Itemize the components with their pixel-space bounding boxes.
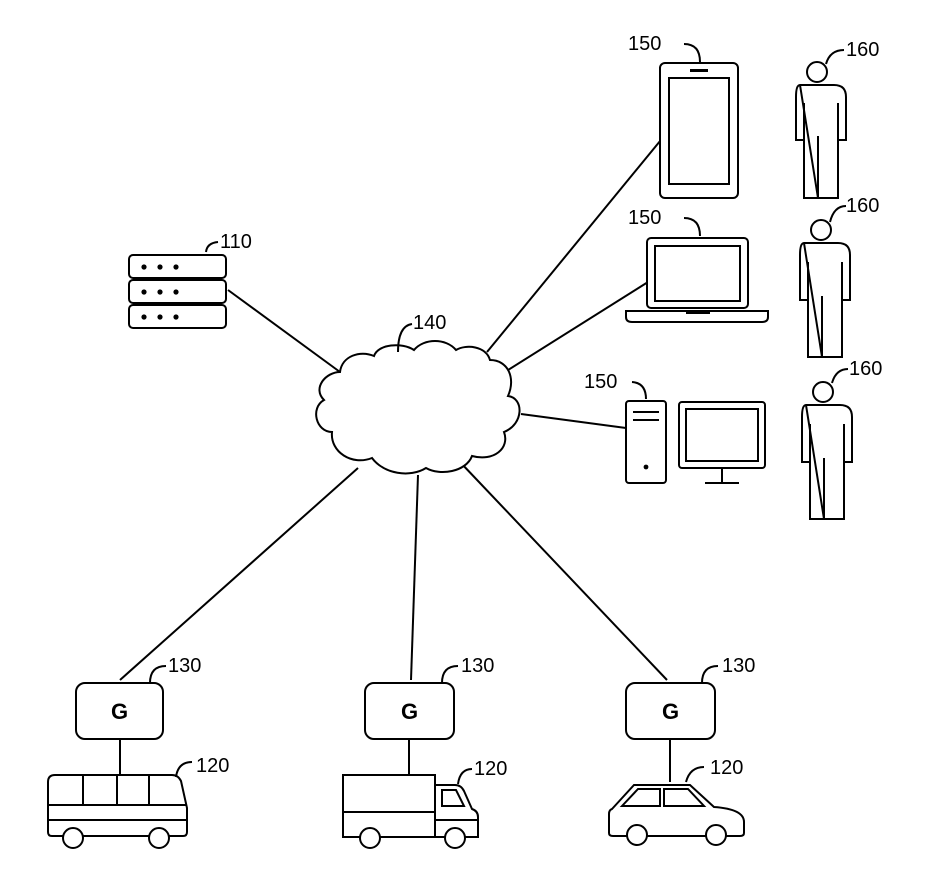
label-150-laptop: 150 bbox=[628, 207, 661, 229]
gateway-letter-2: G bbox=[401, 699, 418, 724]
link-cloud-desktop bbox=[521, 414, 626, 428]
desktop-computer-icon bbox=[626, 401, 765, 483]
leader-150-phone bbox=[684, 44, 700, 62]
leader-120-3 bbox=[686, 767, 704, 782]
link-cloud-gateway-1 bbox=[120, 468, 358, 680]
label-150-desktop: 150 bbox=[584, 371, 617, 393]
link-cloud-gateway-3 bbox=[460, 462, 667, 680]
label-120-2: 120 bbox=[474, 758, 507, 780]
link-cloud-gateway-2 bbox=[411, 475, 418, 680]
gateway-letter-3: G bbox=[662, 699, 679, 724]
label-120-3: 120 bbox=[710, 757, 743, 779]
cloud-icon bbox=[316, 341, 519, 473]
leader-160-3 bbox=[832, 369, 848, 383]
laptop-icon bbox=[626, 238, 768, 322]
car-icon bbox=[609, 785, 744, 845]
label-160-2: 160 bbox=[846, 195, 879, 217]
leader-110 bbox=[206, 242, 218, 252]
gateway-1: G bbox=[76, 683, 163, 739]
truck-icon bbox=[343, 775, 478, 848]
bus-icon bbox=[48, 775, 187, 848]
label-160-1: 160 bbox=[846, 39, 879, 61]
server-icon bbox=[129, 255, 226, 328]
label-130-3: 130 bbox=[722, 655, 755, 677]
leader-120-1 bbox=[176, 762, 192, 777]
person-icon-1 bbox=[796, 62, 846, 198]
gateway-2: G bbox=[365, 683, 454, 739]
label-140: 140 bbox=[413, 312, 446, 334]
leader-120-2 bbox=[458, 769, 472, 784]
label-150-phone: 150 bbox=[628, 33, 661, 55]
leader-130-1 bbox=[150, 666, 166, 683]
label-130-2: 130 bbox=[461, 655, 494, 677]
leader-160-2 bbox=[830, 206, 846, 222]
gateway-3: G bbox=[626, 683, 715, 739]
gateway-letter-1: G bbox=[111, 699, 128, 724]
label-160-3: 160 bbox=[849, 358, 882, 380]
label-130-1: 130 bbox=[168, 655, 201, 677]
leader-160-1 bbox=[826, 50, 844, 64]
leader-130-2 bbox=[442, 666, 458, 683]
person-icon-2 bbox=[800, 220, 850, 357]
label-120-1: 120 bbox=[196, 755, 229, 777]
label-110: 110 bbox=[220, 231, 252, 253]
leader-150-laptop bbox=[684, 218, 700, 236]
leader-130-3 bbox=[702, 666, 718, 683]
phone-icon bbox=[660, 63, 738, 198]
person-icon-3 bbox=[802, 382, 852, 519]
leader-150-desktop bbox=[632, 382, 646, 399]
link-cloud-laptop bbox=[508, 282, 648, 370]
link-server-cloud bbox=[228, 290, 340, 372]
